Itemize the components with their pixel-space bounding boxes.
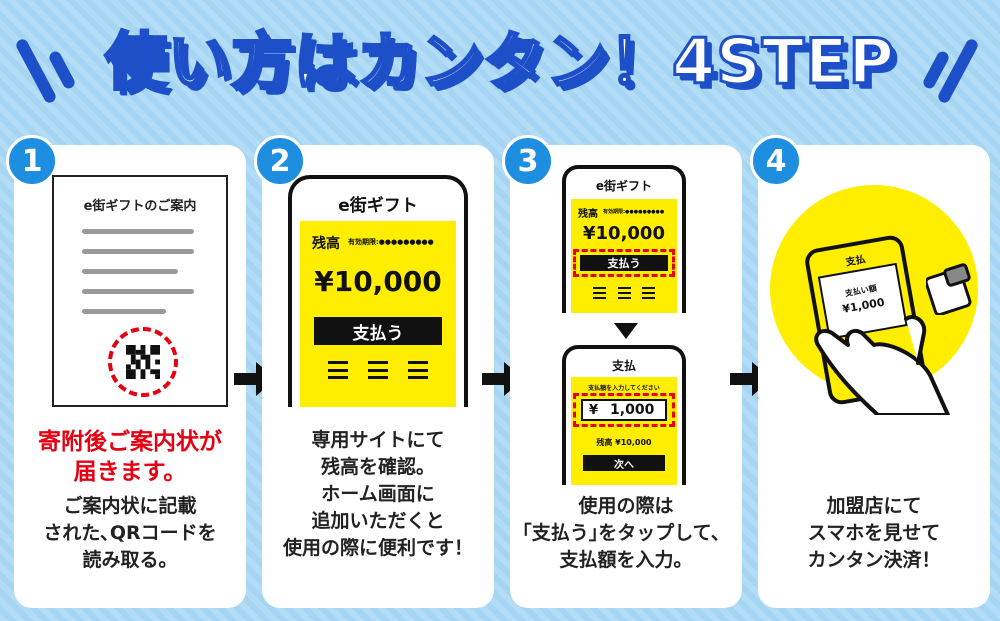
- phone-illustration-home: e街ギフト 残高 有効期限:●●●●●●●●● ¥10,000 支払う: [562, 165, 686, 313]
- qr-code-icon: [126, 345, 160, 379]
- qr-highlight: [108, 327, 178, 397]
- balance-amount: ¥10,000: [583, 223, 665, 244]
- menu-icon: [368, 361, 388, 379]
- amount-input[interactable]: ¥ 1,000: [581, 399, 667, 421]
- menu-icons: [328, 361, 428, 379]
- step-number-badge: 4: [750, 135, 802, 187]
- step-card-4: 4 支払 支払い額 ¥1,000 加盟店にて スマホを見せて カンタン決済！: [750, 135, 990, 608]
- expiry-label: 有効期限:●●●●●●●●●: [603, 209, 665, 215]
- step-number-badge: 2: [254, 135, 306, 187]
- app-title: e街ギフト: [595, 179, 653, 193]
- pay-button[interactable]: 支払う: [580, 255, 668, 271]
- app-screen: 残高 有効期限:●●●●●●●●● ¥10,000 支払う: [571, 199, 677, 313]
- step-4-caption: 加盟店にて スマホを見せて カンタン決済！: [807, 495, 941, 571]
- hand-illustration: [814, 314, 950, 415]
- step-card-2: 2 e街ギフト 残高 有効期限:●●●●●●●●● ¥10,000 支払う 専用…: [254, 135, 494, 608]
- title-bar: 使い方はカンタン！4STEP: [0, 14, 1000, 114]
- menu-icon: [408, 361, 428, 379]
- pay-button-highlight: [573, 249, 675, 277]
- app-screen: 残高 有効期限:●●●●●●●●● ¥10,000 支払う: [300, 221, 456, 407]
- balance-label: 残高: [312, 236, 340, 252]
- menu-icons: [593, 287, 655, 299]
- balance-label: 残高: [578, 209, 598, 220]
- app-title: e街ギフト: [338, 196, 418, 216]
- menu-icon: [617, 287, 631, 299]
- arrow-down-icon: [614, 323, 638, 339]
- phone-illustration: e街ギフト 残高 有効期限:●●●●●●●●● ¥10,000 支払う: [288, 175, 468, 407]
- page-title: 使い方はカンタン！4STEP: [104, 24, 896, 100]
- step-card-1: 1 e街ギフトのご案内 寄附後ご案内: [6, 135, 246, 608]
- next-button[interactable]: 次へ: [583, 455, 665, 471]
- menu-icon: [642, 287, 655, 299]
- guide-letter-illustration: e街ギフトのご案内: [52, 175, 228, 407]
- menu-icon: [593, 287, 606, 299]
- step-3-caption: 使用の際は ｢支払う｣をタップして、 支払額を入力。: [522, 495, 730, 571]
- pay-prompt: 支払額を入力してください: [588, 385, 660, 392]
- phone-illustration-pay: 支払 支払額を入力してください ¥ 1,000 残高 ¥10,000 次へ: [562, 345, 686, 485]
- remaining-balance: 残高 ¥10,000: [596, 438, 652, 447]
- menu-icon: [328, 361, 348, 379]
- card-reader-icon: [926, 263, 972, 315]
- pay-screen-title: 支払: [611, 359, 636, 373]
- step-card-3: 3 e街ギフト 残高 有効期限:●●●●●●●●● ¥10,000 支払う 支払: [502, 135, 742, 608]
- step-1-caption: 寄附後ご案内状が 届きます。 ご案内状に記載 された､QRコードを 読み取る。: [38, 429, 222, 571]
- pay-button[interactable]: 支払う: [314, 317, 442, 345]
- step-2-caption: 専用サイトにて 残高を確認。 ホーム画面に 追加いただくと 使用の際に便利です！: [282, 429, 473, 559]
- expiry-label: 有効期限:●●●●●●●●●: [348, 238, 434, 246]
- amount-input-highlight: [573, 393, 675, 427]
- balance-amount: ¥10,000: [314, 265, 442, 298]
- guide-letter-title: e街ギフトのご案内: [83, 199, 197, 214]
- step-number-badge: 1: [6, 135, 58, 187]
- step-number-badge: 3: [502, 135, 554, 187]
- pay-screen: 支払額を入力してください ¥ 1,000 残高 ¥10,000 次へ: [571, 377, 677, 485]
